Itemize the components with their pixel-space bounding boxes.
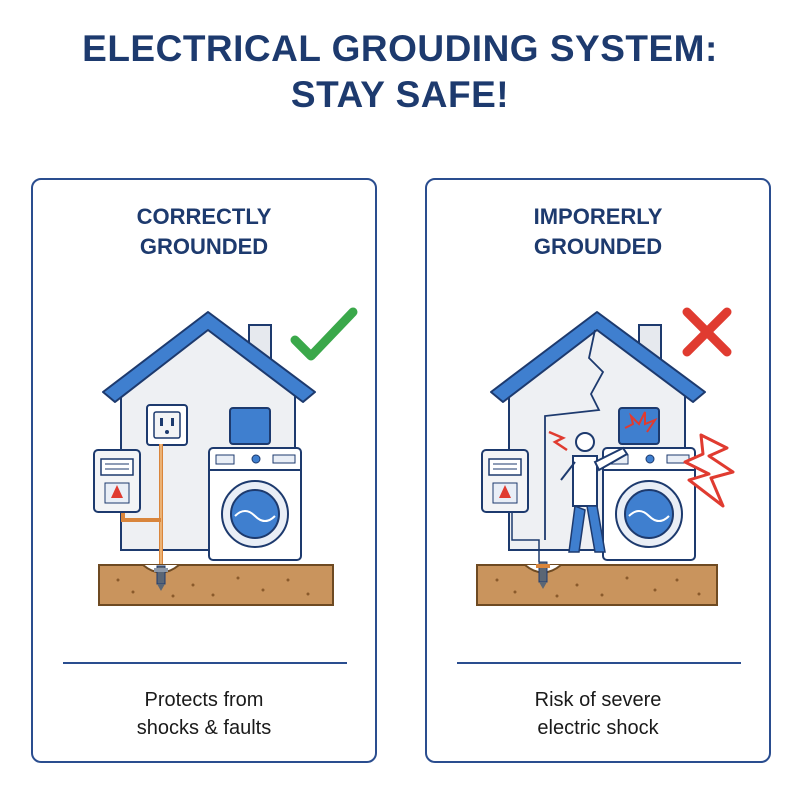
panel-heading: IMPORERLY GROUNDED <box>427 202 769 262</box>
roof <box>490 311 706 403</box>
panel-heading-line1: CORRECTLY <box>136 204 272 229</box>
panel-improperly-grounded: IMPORERLY GROUNDED <box>425 178 771 763</box>
grounded-house-illustration <box>93 307 358 606</box>
panel-caption: Risk of severe electric shock <box>427 686 769 742</box>
washing-machine-icon <box>208 447 302 561</box>
main-title-line1: ELECTRICAL GROUDING SYSTEM: <box>82 28 718 69</box>
ungrounded-house-illustration <box>476 307 735 606</box>
panel-caption: Protects from shocks & faults <box>33 686 375 742</box>
electrical-panel-icon <box>93 449 141 513</box>
outlet-icon <box>146 404 188 446</box>
divider <box>63 662 347 664</box>
cross-icon <box>682 307 732 357</box>
soil <box>98 564 334 606</box>
panel-heading-line2: GROUNDED <box>139 234 269 259</box>
person-shocked-icon <box>560 432 629 553</box>
check-icon <box>290 307 358 361</box>
panel-heading-line2: GROUNDED <box>533 234 663 259</box>
wall-crack <box>544 329 605 540</box>
roof <box>102 311 316 403</box>
panel-caption-line2: electric shock <box>537 717 659 739</box>
window <box>618 407 660 445</box>
zap-icon <box>548 430 568 452</box>
ground-rod-icon <box>154 565 168 591</box>
divider <box>457 662 741 664</box>
panel-caption-line1: Risk of severe <box>534 689 662 711</box>
soil <box>476 564 718 606</box>
spark-icon <box>624 411 658 433</box>
panel-correctly-grounded: CORRECTLY GROUNDED <box>31 178 377 763</box>
main-title: ELECTRICAL GROUDING SYSTEM: STAY SAFE! <box>0 26 800 118</box>
panel-caption-line1: Protects from <box>144 689 264 711</box>
loose-wire <box>511 512 540 562</box>
panel-heading-line1: IMPORERLY <box>533 204 663 229</box>
main-title-line2: STAY SAFE! <box>290 74 510 115</box>
electrical-panel-icon <box>481 449 529 513</box>
panel-caption-line2: shocks & faults <box>136 717 272 739</box>
washing-machine-icon <box>602 447 696 561</box>
ground-rod-icon <box>536 561 550 589</box>
lightning-bolt-icon <box>683 433 735 508</box>
window <box>229 407 271 445</box>
panel-heading: CORRECTLY GROUNDED <box>33 202 375 262</box>
